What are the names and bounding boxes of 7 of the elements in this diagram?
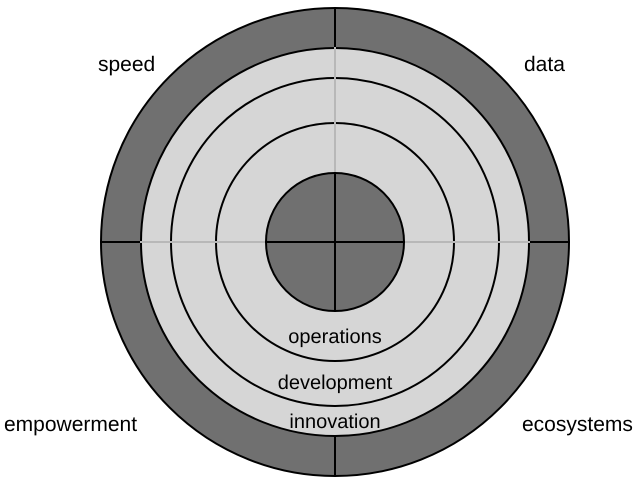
- quadrant-label: empowerment: [4, 412, 138, 438]
- quadrant-label: ecosystems: [522, 412, 633, 438]
- ring-label: operations: [288, 325, 382, 349]
- ring-label: development: [278, 371, 392, 395]
- quadrant-label: data: [524, 52, 565, 78]
- quadrant-label: speed: [98, 52, 156, 78]
- ring-label: innovation: [289, 410, 381, 434]
